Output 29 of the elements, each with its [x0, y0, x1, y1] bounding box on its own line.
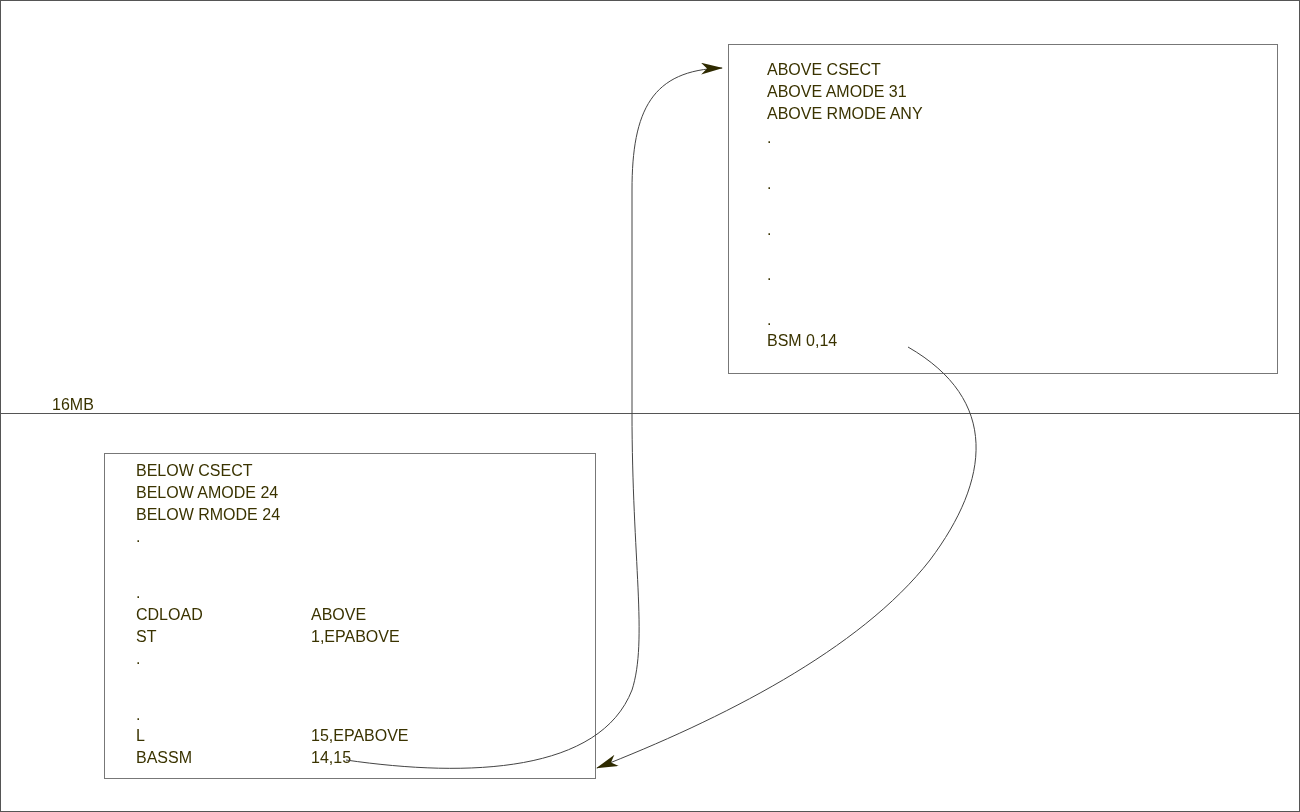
- code-line: ABOVE: [311, 606, 367, 624]
- arrow: [345, 63, 723, 769]
- code-line: 14,15: [311, 749, 352, 767]
- code-line: ABOVE AMODE 31: [767, 83, 907, 101]
- code-line: BELOW AMODE 24: [136, 484, 279, 502]
- code-line: .: [767, 129, 772, 147]
- code-line: ABOVE RMODE ANY: [767, 105, 923, 123]
- code-line: ABOVE CSECT: [767, 61, 881, 79]
- code-line: 15,EPABOVE: [311, 727, 409, 745]
- code-line: .: [767, 221, 772, 239]
- code-box: [104, 453, 596, 779]
- code-box: [728, 44, 1278, 374]
- code-line: .: [767, 175, 772, 193]
- code-line: BELOW CSECT: [136, 462, 253, 480]
- arrow: [596, 346, 977, 769]
- code-line: BSM 0,14: [767, 332, 838, 350]
- code-line: BASSM: [136, 749, 192, 767]
- code-line: .: [136, 528, 141, 546]
- code-line: .: [136, 650, 141, 668]
- code-line: CDLOAD: [136, 606, 203, 624]
- boundary-label: 16MB: [52, 396, 94, 414]
- code-line: .: [136, 584, 141, 602]
- code-line: L: [136, 727, 145, 745]
- code-line: ST: [136, 628, 157, 646]
- code-line: 1,EPABOVE: [311, 628, 400, 646]
- code-line: BELOW RMODE 24: [136, 506, 281, 524]
- code-line: .: [767, 266, 772, 284]
- code-line: .: [767, 311, 772, 329]
- code-line: .: [136, 706, 141, 724]
